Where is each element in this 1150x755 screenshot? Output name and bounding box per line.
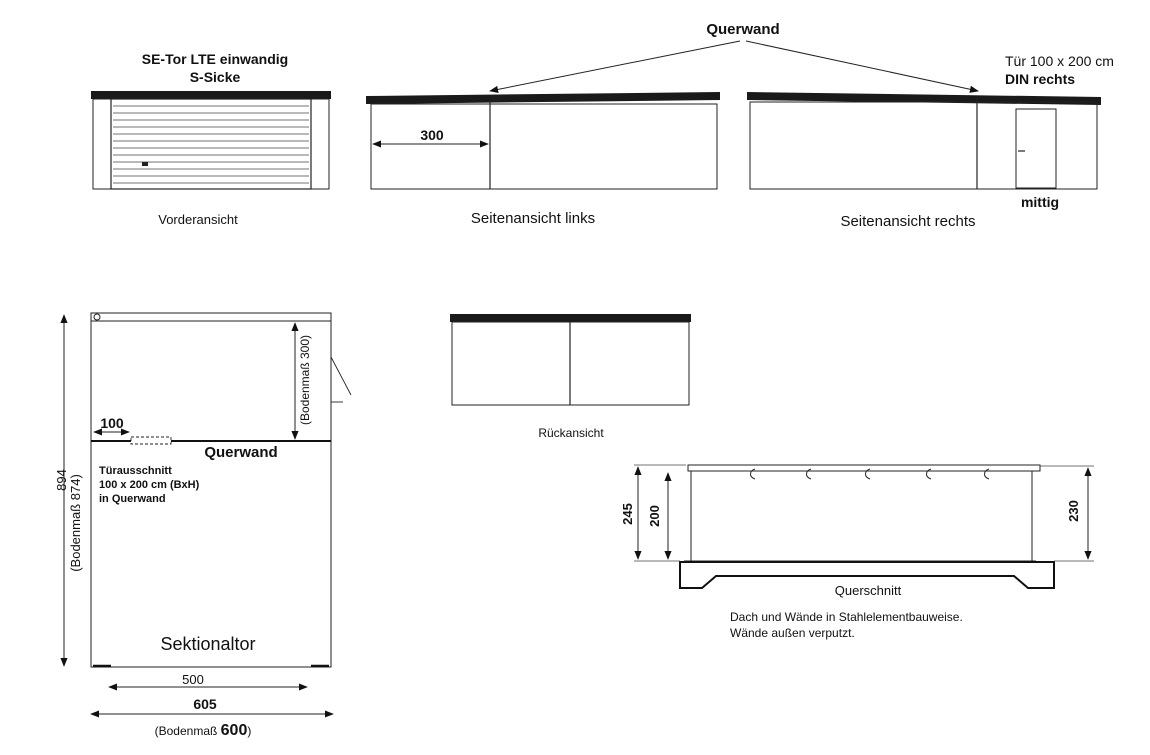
left-wall [370, 103, 718, 190]
cutout-line3: in Querwand [99, 493, 166, 505]
floor-prefix: (Bodenmaß [155, 724, 221, 738]
door-handle [142, 162, 148, 166]
gutter-icon [750, 468, 756, 480]
front-caption: Vorderansicht [158, 212, 238, 227]
sectional-door [110, 98, 312, 190]
rear-view: Rückansicht [450, 314, 691, 440]
floor-dimension: (Bodenmaß 600) [155, 722, 252, 739]
querwand-top-label: Querwand [706, 21, 779, 38]
gutter-icon [806, 468, 812, 480]
dim-100: 100 [100, 415, 124, 431]
rear-caption: Rückansicht [538, 426, 604, 440]
dim-200: 200 [647, 505, 662, 527]
plan-querwand-label: Querwand [204, 444, 277, 461]
side-door-swing [330, 356, 352, 396]
dim-894: 894 [54, 469, 69, 491]
left-caption: Seitenansicht links [471, 210, 595, 227]
plan-outline [90, 312, 332, 668]
door-position: mittig [1021, 194, 1059, 210]
downpipe-icon [93, 313, 101, 321]
cutout-line1: Türausschnitt [99, 465, 172, 477]
dim-500: 500 [182, 672, 204, 687]
gutter-icon [865, 468, 871, 480]
section-note-line1: Dach und Wände in Stahlelementbauweise. [730, 610, 963, 624]
door-spec-line1: Tür 100 x 200 cm [1005, 53, 1114, 69]
gutter-icon [984, 468, 990, 480]
door-cutout [130, 436, 172, 445]
right-caption: Seitenansicht rechts [840, 213, 975, 230]
section-note-line2: Wände außen verputzt. [730, 626, 855, 640]
rear-roof [450, 314, 691, 322]
dim-605: 605 [193, 696, 217, 712]
left-dim-300: 300 [420, 127, 444, 143]
front-title-line2: S-Sicke [190, 69, 241, 85]
querwand-callout: Querwand [489, 21, 979, 93]
front-wall [92, 98, 330, 190]
left-roof [366, 92, 720, 104]
gutter-icon [926, 468, 932, 480]
floor-value: 600 [221, 722, 248, 739]
dim-874: (Bodenmaß 874) [68, 474, 83, 572]
door-panels [113, 105, 309, 184]
side-view-left: 300 Seitenansicht links [366, 92, 720, 227]
dim-230: 230 [1066, 500, 1081, 522]
querwand-arrow-left [489, 40, 741, 93]
right-wall [749, 101, 1098, 190]
querwand-arrow-right [745, 40, 979, 93]
section-caption: Querschnitt [835, 583, 902, 598]
roof-gutters [750, 468, 990, 480]
front-title-line1: SE-Tor LTE einwandig [142, 51, 288, 67]
door-type: Sektionaltor [160, 634, 255, 654]
front-view: SE-Tor LTE einwandig S-Sicke Vorderansic… [91, 51, 331, 227]
door-spec-line2: DIN rechts [1005, 71, 1075, 87]
front-roof [91, 91, 331, 99]
side-view-right: Tür 100 x 200 cm DIN rechts mittig Seite… [747, 53, 1114, 230]
floor-suffix: ) [247, 724, 251, 738]
floor-plan: 894 (Bodenmaß 874) (Bodenmaß 300) 100 Qu… [54, 312, 352, 739]
cross-section: 245 200 230 Querschnitt Dach und Wände i… [620, 464, 1094, 640]
section-foundation [679, 561, 1055, 589]
dim-245: 245 [620, 503, 635, 525]
cutout-line2: 100 x 200 cm (BxH) [99, 479, 200, 491]
side-door [1015, 108, 1057, 189]
section-roof [687, 464, 1041, 472]
right-roof [747, 92, 1101, 105]
dim-300-plan: (Bodenmaß 300) [298, 335, 312, 425]
